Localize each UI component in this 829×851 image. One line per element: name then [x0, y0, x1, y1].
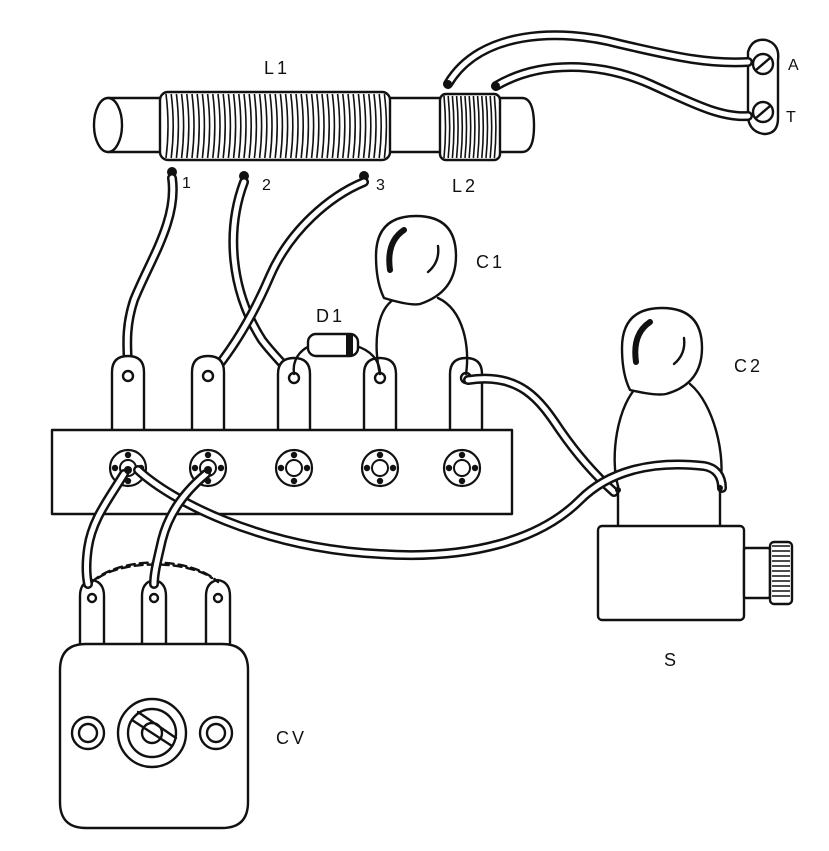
strip-lug-4	[362, 356, 398, 434]
wire-lug5-switch	[463, 373, 619, 497]
label-tap-3: 3	[376, 177, 385, 194]
strip-lug-1	[110, 354, 146, 434]
variable-capacitor-cv	[58, 561, 250, 830]
wire-strip-switch	[133, 459, 727, 561]
wire-l2-antenna	[443, 30, 753, 89]
coil-l1	[158, 90, 392, 162]
terminal-block-at	[746, 38, 780, 136]
cv-pin-1	[78, 578, 106, 652]
label-antenna: A	[788, 57, 799, 74]
switch-s	[596, 484, 794, 622]
label-c1: C1	[476, 252, 505, 272]
wire-strip-cv-2	[149, 469, 211, 589]
l2-lead-t	[492, 82, 500, 90]
strip-screw-4	[360, 448, 400, 488]
strip-screw-3	[274, 448, 314, 488]
wire-l2-ground	[491, 62, 753, 122]
label-d1: D1	[316, 306, 345, 326]
capacitor-c2	[613, 306, 723, 488]
label-tap-1: 1	[182, 175, 191, 192]
label-cv: CV	[276, 728, 307, 748]
label-l1: L1	[264, 58, 290, 78]
strip-lug-2	[190, 354, 226, 434]
terminal-screw-a	[751, 52, 775, 76]
strip-lug-3	[276, 356, 312, 434]
cv-pin-2	[140, 578, 168, 652]
wire-strip-cv-1	[81, 469, 129, 589]
label-s: S	[664, 650, 679, 670]
capacitor-c1	[374, 214, 469, 376]
cv-pin-3	[204, 578, 232, 652]
wire-tap-2	[228, 177, 297, 381]
label-ground: T	[786, 109, 796, 126]
wire-tap-1	[122, 173, 178, 373]
terminal-screw-t	[751, 100, 775, 124]
strip-screw-5	[442, 448, 482, 488]
cv-shaft	[116, 697, 188, 769]
terminal-strip	[50, 354, 514, 516]
label-tap-2: 2	[262, 177, 271, 194]
coil-l2	[438, 92, 502, 162]
label-l2: L2	[452, 176, 478, 196]
label-c2: C2	[734, 356, 763, 376]
l2-lead-a	[444, 80, 452, 88]
wire-tap-3	[205, 177, 369, 381]
